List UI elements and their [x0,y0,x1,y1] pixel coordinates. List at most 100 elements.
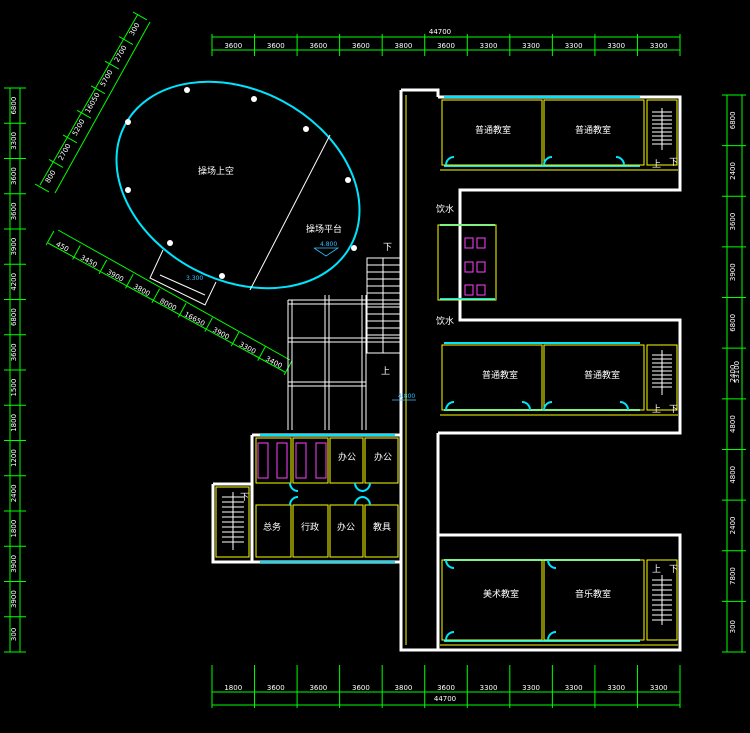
stair-label-up-south: 上 [652,564,661,575]
washroom-fixtures [257,237,486,479]
bottom-dimension-label: 3300 [650,684,668,692]
room-label-teaching-aids: 教具 [373,521,391,533]
stair-label-down-north: 下 [669,158,678,168]
room-label-general-affairs: 总务 [263,521,281,533]
top-dimension-label: 3800 [395,42,413,50]
room-label-stadium-void: 操场上空 [198,165,234,177]
oval-lower-dimension-tick [98,259,108,275]
room-label-classroom-4: 普通教室 [584,369,620,381]
right-dimension-label: 2400 [729,365,737,383]
room-label-office-1: 办公 [338,451,356,463]
oval-lower-dimension-tick [125,274,134,289]
oval-lower-dimension-label: 3900 [105,268,124,284]
left-dimension-label: 2400 [10,484,18,502]
staircase-middle [652,350,672,395]
left-dimension-label: 300 [10,628,18,641]
left-dimension-label: 3900 [10,238,18,256]
top-dimension-label: 3300 [480,42,498,50]
left-dimension-label: 3600 [10,343,18,361]
left-dimension-label: 3600 [10,202,18,220]
top-dimension-label: 3300 [565,42,583,50]
oval-lower-dimension-label: 8000 [158,297,177,313]
left-dimension-chain: 6800330036003600390042006800360015001800… [4,87,26,653]
bottom-dimension-label: 3300 [522,684,540,692]
svg-text:4.800: 4.800 [320,241,337,248]
svg-text:3.300: 3.300 [186,275,203,282]
left-dimension-label: 1800 [10,414,18,432]
oval-lower-dimension-label: 3450 [79,254,98,270]
left-dimension-label: 1800 [10,520,18,538]
top-dimension-label: 3600 [267,42,285,50]
stair-label-up-central: 上 [381,366,390,377]
level-marker-lower: 3.300 [186,275,203,282]
left-dimension-label: 3900 [10,555,18,573]
right-dimension-chain: 53100 6800240036003900680024004800480024… [722,94,746,653]
right-dimension-label: 6800 [729,111,737,129]
bottom-dimension-label: 3600 [267,684,285,692]
oval-lower-dimension-tick [230,331,240,347]
bottom-dimension-label: 3300 [565,684,583,692]
level-marker-platform: 4.800 [313,241,340,257]
room-label-office-3: 办公 [337,521,355,533]
room-label-water-2: 饮水 [436,315,454,327]
top-dimension-label: 3600 [309,42,327,50]
bottom-dimension-label: 3600 [309,684,327,692]
stair-label-up-middle: 上 [652,404,661,415]
top-dimension-label: 3300 [650,42,668,50]
oval-upper-dimension-tick [90,85,106,95]
right-dimension-label: 2400 [729,516,737,534]
oval-lower-dimension-tick [72,245,81,260]
stair-label-down-middle: 下 [669,405,678,415]
room-label-office-2: 办公 [374,451,392,463]
top-dimension-label: 3300 [607,42,625,50]
oval-upper-dimension-tick [34,183,50,193]
oval-lower-dimension-tick [45,230,55,246]
oval-upper-dimension-label: 2700 [113,44,129,63]
top-dimension-label: 3600 [437,42,455,50]
oval-upper-dimension-label: 300 [128,21,142,37]
room-label-administration: 行政 [301,521,319,533]
left-dimension-label: 3300 [10,132,18,150]
oval-upper-dimension-tick [48,159,64,168]
top-dimension-label: 3600 [224,42,242,50]
oval-lower-dimension-tick [257,346,266,361]
oval-lower-dimension-label: 450 [54,240,70,253]
top-dimension-label: 3300 [522,42,540,50]
room-label-music-room: 音乐教室 [575,588,611,600]
bottom-dimension-label: 3800 [395,684,413,692]
stadium-oval [115,80,361,306]
left-dimension-label: 1200 [10,449,18,467]
right-total-dimension: 53100 [733,361,741,383]
left-dimension-label: 3600 [10,167,18,185]
oval-upper-dimension-tick [104,60,120,70]
right-dimension-label: 2400 [729,162,737,180]
windows [260,96,640,642]
right-dimension-label: 3900 [729,263,737,281]
bottom-total-dimension: 44700 [434,695,456,703]
room-label-art-room: 美术教室 [483,588,519,600]
building-outline [211,88,682,652]
door-swings [289,156,629,641]
staircase-west [222,492,244,550]
bottom-dimension-label: 3600 [437,684,455,692]
right-dimension-label: 300 [729,620,737,633]
oval-upper-dimension-label: 2700 [57,142,73,161]
staircase-central [366,257,401,354]
oval-lower-dimension-label: 3800 [132,283,151,299]
oval-upper-dimension-label: 800 [44,169,58,185]
right-dimension-label: 3600 [729,213,737,231]
stair-label-up-north: 上 [652,159,661,170]
svg-text:4.800: 4.800 [398,393,415,400]
left-dimension-label: 6800 [10,308,18,326]
oval-upper-dimension-tick [118,36,134,45]
room-label-classroom-1: 普通教室 [475,124,511,136]
staircase-north [652,108,672,150]
colonnade-grid [287,295,400,430]
oval-upper-dimension-label: 5200 [71,118,87,137]
bottom-dimension-label: 1800 [224,684,242,692]
